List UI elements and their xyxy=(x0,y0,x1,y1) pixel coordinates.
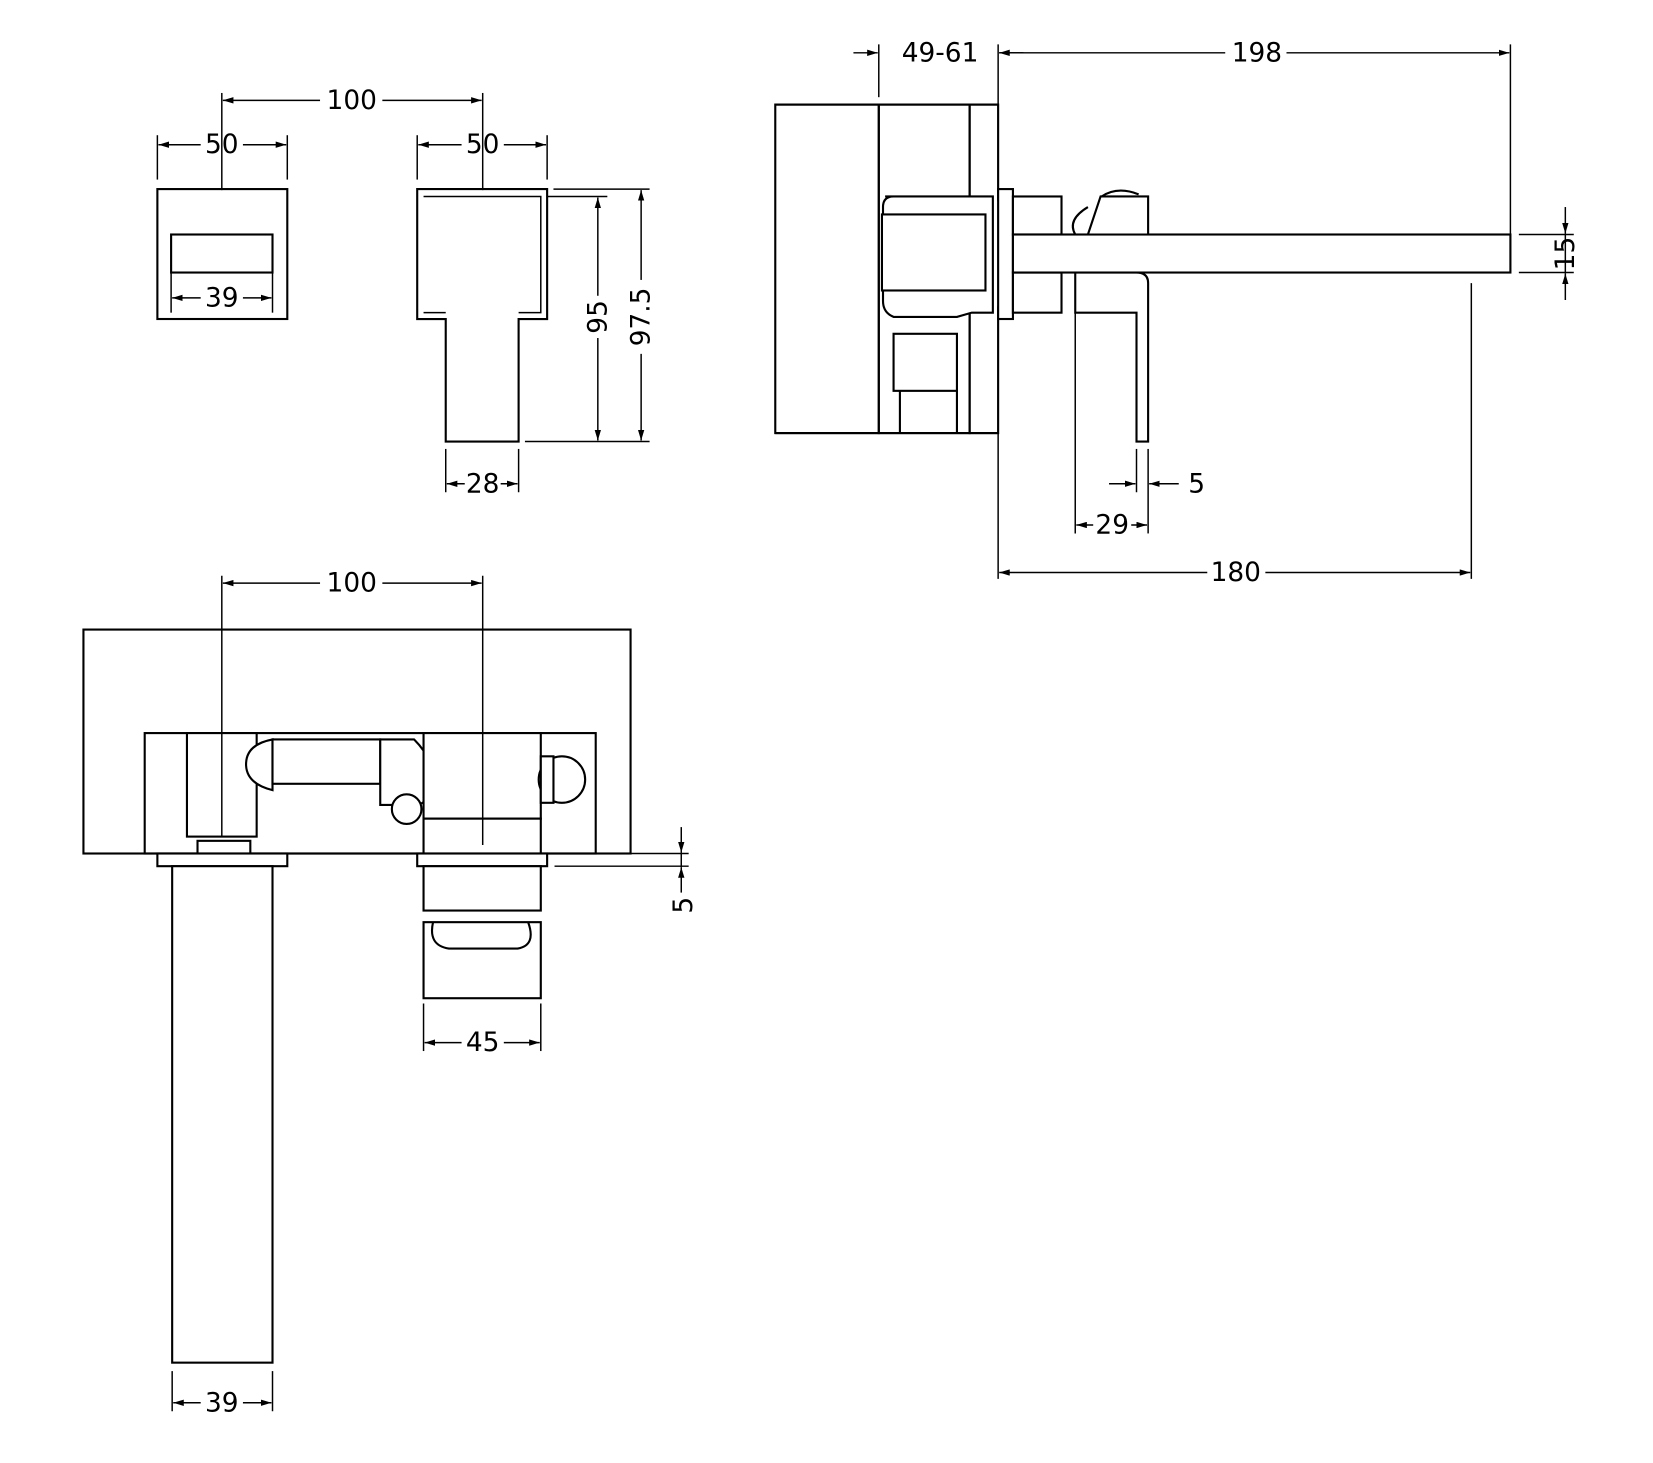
handle-plan xyxy=(422,921,542,1000)
spout-plan xyxy=(171,865,274,1364)
handle-plate-plan xyxy=(416,852,549,868)
dim-height-97-5: 97.5 xyxy=(626,288,657,347)
dim-centres: 100 xyxy=(327,568,377,599)
dim-handle-inner-width: 39 xyxy=(205,282,239,313)
dim-lever-offset: 29 xyxy=(1095,509,1129,540)
dim-stem-width: 28 xyxy=(466,468,500,499)
dim-handle-width: 45 xyxy=(466,1027,500,1058)
handle-lever xyxy=(170,233,274,274)
dim-plate-thickness: 5 xyxy=(668,897,699,914)
plan-view: 100 5 45 39 xyxy=(82,568,699,1418)
dim-lever-thickness: 5 xyxy=(1188,468,1205,499)
wall-plate xyxy=(997,188,1014,321)
dim-total-projection: 198 xyxy=(1232,37,1282,68)
spout xyxy=(1011,233,1512,274)
handle-top xyxy=(1086,195,1150,236)
dim-spout-width: 39 xyxy=(205,1387,239,1418)
dim-spout-plate-width: 50 xyxy=(466,129,500,160)
spout-plate xyxy=(156,852,289,868)
front-view-handle: 39 50 100 xyxy=(156,85,484,321)
spout-outline xyxy=(416,188,549,443)
front-view-spout: 50 95 97.5 28 xyxy=(416,129,657,499)
side-view: 49-61 198 15 5 29 180 xyxy=(774,37,1581,588)
dim-spout-thickness: 15 xyxy=(1550,237,1581,271)
dim-spout-projection: 180 xyxy=(1211,557,1261,588)
dim-height-95: 95 xyxy=(582,300,613,334)
dim-wall-depth: 49-61 xyxy=(902,37,979,68)
dim-handle-spacing: 100 xyxy=(327,85,377,116)
handle-lever xyxy=(1074,271,1150,443)
